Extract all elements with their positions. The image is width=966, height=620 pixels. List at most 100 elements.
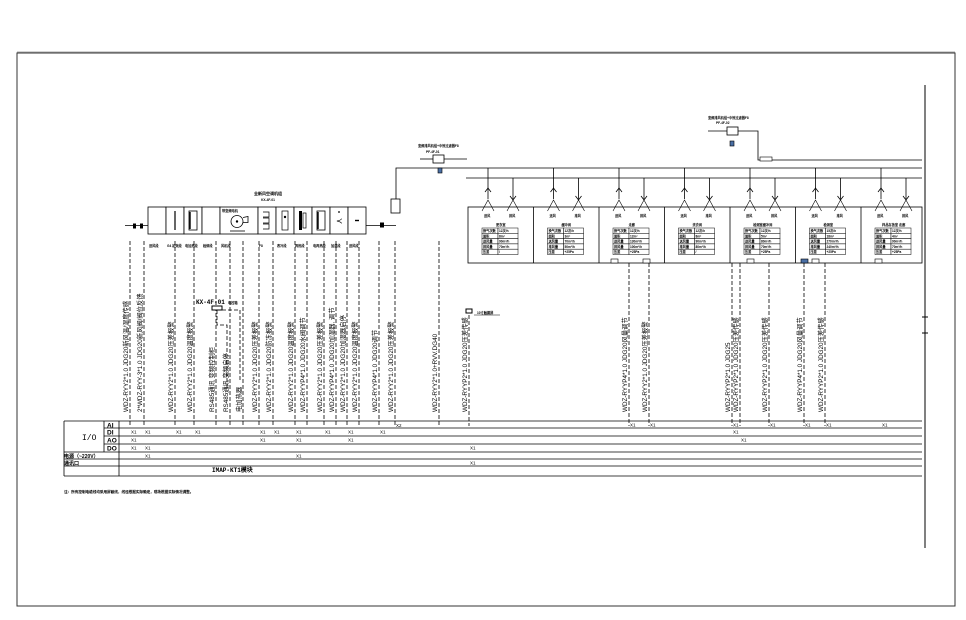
cable-label: WDZ-RYY2*1.0 JDG20加湿器启停 <box>338 315 347 412</box>
touch-screen-icon <box>465 308 473 314</box>
param-value: 70m³/h <box>892 245 902 249</box>
pressure-sensor-icon <box>874 258 883 264</box>
fan-outlet-icon <box>242 216 249 223</box>
io-point-label: X1 <box>260 430 266 435</box>
ahu-title: 全新风空调机组 <box>253 190 282 196</box>
cable-label: WDZ-RYY2*1.0 JDG20压差报警 <box>386 321 395 412</box>
supply-arrow-icon <box>550 187 557 193</box>
control-box-icon <box>211 305 223 311</box>
io-point-label: X1 <box>296 438 302 443</box>
room-name: 缓冲间 <box>561 222 571 227</box>
drawing-note: 注：所有控制电缆线均采用屏蔽线，线径根据实际确定，现场根据实际情况调整。 <box>64 489 193 494</box>
ahu-section-label: 送风段 <box>348 243 359 248</box>
touch-screen-label: 10寸触摸屏 <box>477 310 494 315</box>
io-point-label: X1 <box>805 423 811 428</box>
fan-caption: 带变频电机 <box>222 208 239 213</box>
param-label: 换气次数 <box>876 228 890 233</box>
cable-label: WDZ-RYYP2*1.0 JDG20压差传感 <box>731 317 740 412</box>
io-extra-row-power: 电源（~220V） <box>64 453 99 460</box>
io-point-label: X1 <box>325 430 331 435</box>
fan-icon <box>230 215 244 228</box>
param-value: 12次/h <box>761 228 771 233</box>
cable-label: WDZ-RYYP2*1.0 JDG20压差传感 <box>816 317 825 412</box>
param-value: +25Pa <box>630 250 640 254</box>
param-label: 换气次数 <box>811 228 825 233</box>
ahu-section-label: 电再热段 <box>313 243 327 248</box>
reheat-fin-icon <box>302 212 307 229</box>
cable-label: WDZ-RYYP2*1.0 JDG20压差传感 <box>460 317 469 412</box>
param-label: 面积 <box>549 233 556 238</box>
io-footer-label: IMAP-KT1模块 <box>212 466 254 474</box>
io-point-label: X1 <box>650 423 656 428</box>
io-extra-row-comm: 通讯口 <box>64 460 79 467</box>
cable-label: WDZ-RYY2*1.0 JDG20防冻报警 <box>264 321 273 412</box>
param-value: 80m³/h <box>696 245 706 249</box>
ahu-tag: KX-4F-01 <box>261 198 275 202</box>
room-name: 样品存放室 走廊 <box>882 222 906 227</box>
io-point-label: X1 <box>826 423 832 428</box>
io-point-label: X1 <box>145 430 151 435</box>
ahu-section-label: 风机段 <box>221 243 231 248</box>
cable-label: RS485通讯 变频启停 <box>221 353 230 412</box>
cable-label: WDZ-RYYP4*1.0 JDG20风量调节 <box>620 317 629 412</box>
param-value: 80m³/h <box>761 240 771 244</box>
param-label: 压差 <box>811 249 818 254</box>
ahu-section <box>219 206 259 235</box>
cable-label: WDZ-RYY2*1.0+RVV.DG40 <box>432 333 439 412</box>
io-row-label: AI <box>107 422 114 429</box>
room-exhaust-label: 排风 <box>640 213 647 218</box>
control-box-link <box>222 309 241 380</box>
io-row-label: DI <box>107 429 114 436</box>
io-point-label: X1 <box>195 430 201 435</box>
supply-diffuser-icon <box>678 199 691 212</box>
param-label: 面积 <box>483 233 490 238</box>
exhaust-fan-2-label: 变频排风机组+中效过滤器F8 <box>708 115 749 120</box>
exhaust-fan-1-label: 变频排风机组+中效过滤器F8 <box>418 143 459 148</box>
param-value: 12次/h <box>892 228 902 233</box>
supply-arrow-icon <box>746 187 754 193</box>
room-supply-label: 送风 <box>549 213 557 218</box>
param-label: 排风量 <box>483 244 493 249</box>
param-value: +25Pa <box>892 250 902 254</box>
io-point-label: X1 <box>131 446 137 451</box>
param-label: 换气次数 <box>614 228 628 233</box>
coil-icon <box>281 210 289 231</box>
cable-label: WDZ-RYYP2*1.0 JDG25 <box>725 342 732 412</box>
io-point-label: X1 <box>145 446 151 451</box>
bag-filter-icon <box>263 217 270 224</box>
io-point-label: X1 <box>741 438 747 443</box>
io-point-label: X1 <box>770 423 776 428</box>
cable-label: WDZ-RYY2*1.0 JDG20新风温/湿度传感 <box>121 300 130 412</box>
exhaust-fan-2-duct <box>738 130 922 161</box>
bag-filter-icon <box>263 211 270 218</box>
param-value: / <box>696 250 697 254</box>
ahu-section-label: 电加热段 <box>185 243 199 248</box>
param-value-cell <box>759 248 781 255</box>
heater-icon <box>188 210 198 231</box>
reheat-icon <box>299 211 302 230</box>
supply-arrow-icon <box>681 187 688 193</box>
supply-diffuser-icon <box>547 199 560 212</box>
supply-diffuser-icon <box>874 199 888 212</box>
io-point-label: X1 <box>348 438 354 443</box>
param-value: 12次/h <box>565 228 575 233</box>
exhaust-fan-2-tag: PF-4F-02 <box>716 121 730 125</box>
fan-hub-icon <box>235 220 239 223</box>
param-value: 5m² <box>761 234 767 238</box>
heater-icon <box>316 210 326 231</box>
room-supply-label: 送风 <box>745 213 753 218</box>
param-value: 8m² <box>696 234 702 238</box>
param-value: 8m² <box>499 234 505 238</box>
supply-arrow-icon <box>812 187 819 193</box>
param-label: 面积 <box>876 233 883 238</box>
supply-diffuser-icon <box>612 199 626 212</box>
control-box-tag: KX-4F-01 <box>196 299 225 306</box>
drawing-frame <box>16 52 956 607</box>
exhaust-fan-2-icon <box>726 126 739 136</box>
param-value: 70m³/h <box>499 245 509 249</box>
param-value: 3m² <box>565 234 571 238</box>
room-name: 洗衣间 <box>692 222 702 227</box>
param-label: 面积 <box>680 233 687 238</box>
